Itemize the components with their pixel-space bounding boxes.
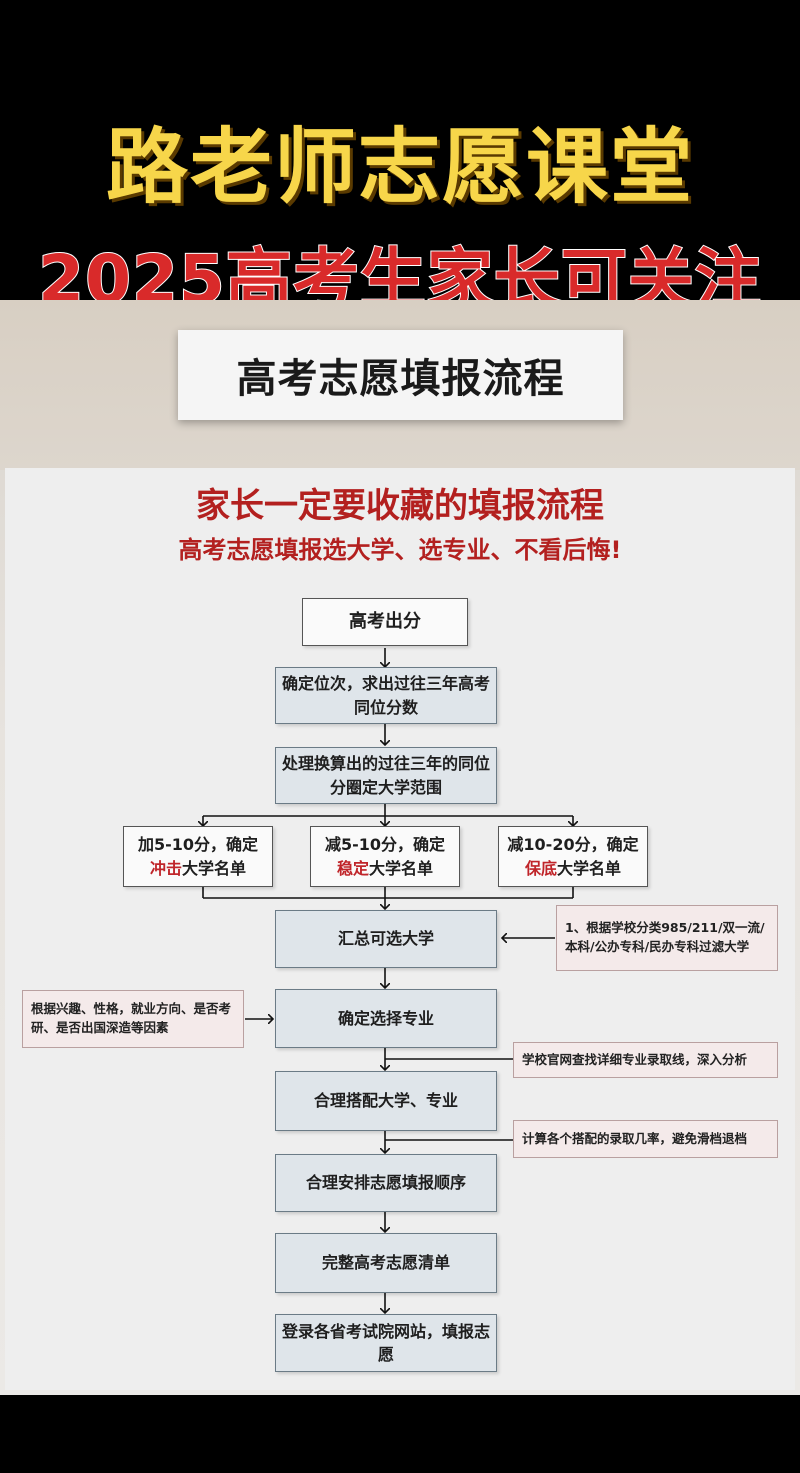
branch-match-highlight: 稳定 [336, 858, 369, 878]
step-range: 处理换算出的过往三年的同位分圈定大学范围 [275, 747, 497, 804]
step-submit: 登录各省考试院网站，填报志愿 [275, 1314, 497, 1372]
branch-safety-highlight: 保底 [524, 858, 557, 878]
banner-title: 高考志愿填报流程 [178, 330, 623, 420]
poster-title: 家长一定要收藏的填报流程 [196, 486, 604, 526]
step-major: 确定选择专业 [275, 989, 497, 1048]
note-school-filter: 1、根据学校分类985/211/双一流/本科/公办专科/民办专科过滤大学 [556, 905, 778, 971]
flowchart-poster: 家长一定要收藏的填报流程 高考志愿填报选大学、选专业、不看后悔! [5, 468, 795, 1390]
step-order: 合理安排志愿填报顺序 [275, 1154, 497, 1212]
step-rank: 确定位次，求出过往三年高考同位分数 [275, 667, 497, 724]
step-list: 完整高考志愿清单 [275, 1233, 497, 1293]
step-score-release: 高考出分 [302, 598, 468, 646]
branch-reach-highlight: 冲击 [149, 858, 182, 878]
bottom-bar [0, 1395, 800, 1473]
branch-match-line1: 减5-10分，确定 [324, 835, 446, 855]
step-summary: 汇总可选大学 [275, 910, 497, 968]
poster-subtitle: 高考志愿填报选大学、选专业、不看后悔! [178, 536, 622, 564]
branch-safety: 减10-20分，确定 保底大学名单 [498, 826, 648, 887]
note-interest: 根据兴趣、性格，就业方向、是否考研、是否出国深造等因素 [22, 990, 244, 1048]
step-match: 合理搭配大学、专业 [275, 1071, 497, 1131]
branch-safety-line1: 减10-20分，确定 [507, 835, 639, 855]
note-official-site: 学校官网查找详细专业录取线，深入分析 [513, 1042, 778, 1078]
branch-reach-rest: 大学名单 [182, 858, 247, 878]
channel-title: 路老师志愿课堂 [105, 120, 694, 215]
branch-match: 减5-10分，确定 稳定大学名单 [310, 826, 460, 887]
flow-connectors [5, 648, 795, 1390]
branch-safety-rest: 大学名单 [557, 858, 622, 878]
note-probability: 计算各个搭配的录取几率，避免滑档退档 [513, 1120, 778, 1158]
branch-reach: 加5-10分，确定 冲击大学名单 [123, 826, 273, 887]
branch-reach-line1: 加5-10分，确定 [137, 835, 259, 855]
flowchart-photo: 高考志愿填报流程 家长一定要收藏的填报流程 高考志愿填报选大学、选专业、不看后悔… [0, 300, 800, 1395]
branch-match-rest: 大学名单 [369, 858, 434, 878]
